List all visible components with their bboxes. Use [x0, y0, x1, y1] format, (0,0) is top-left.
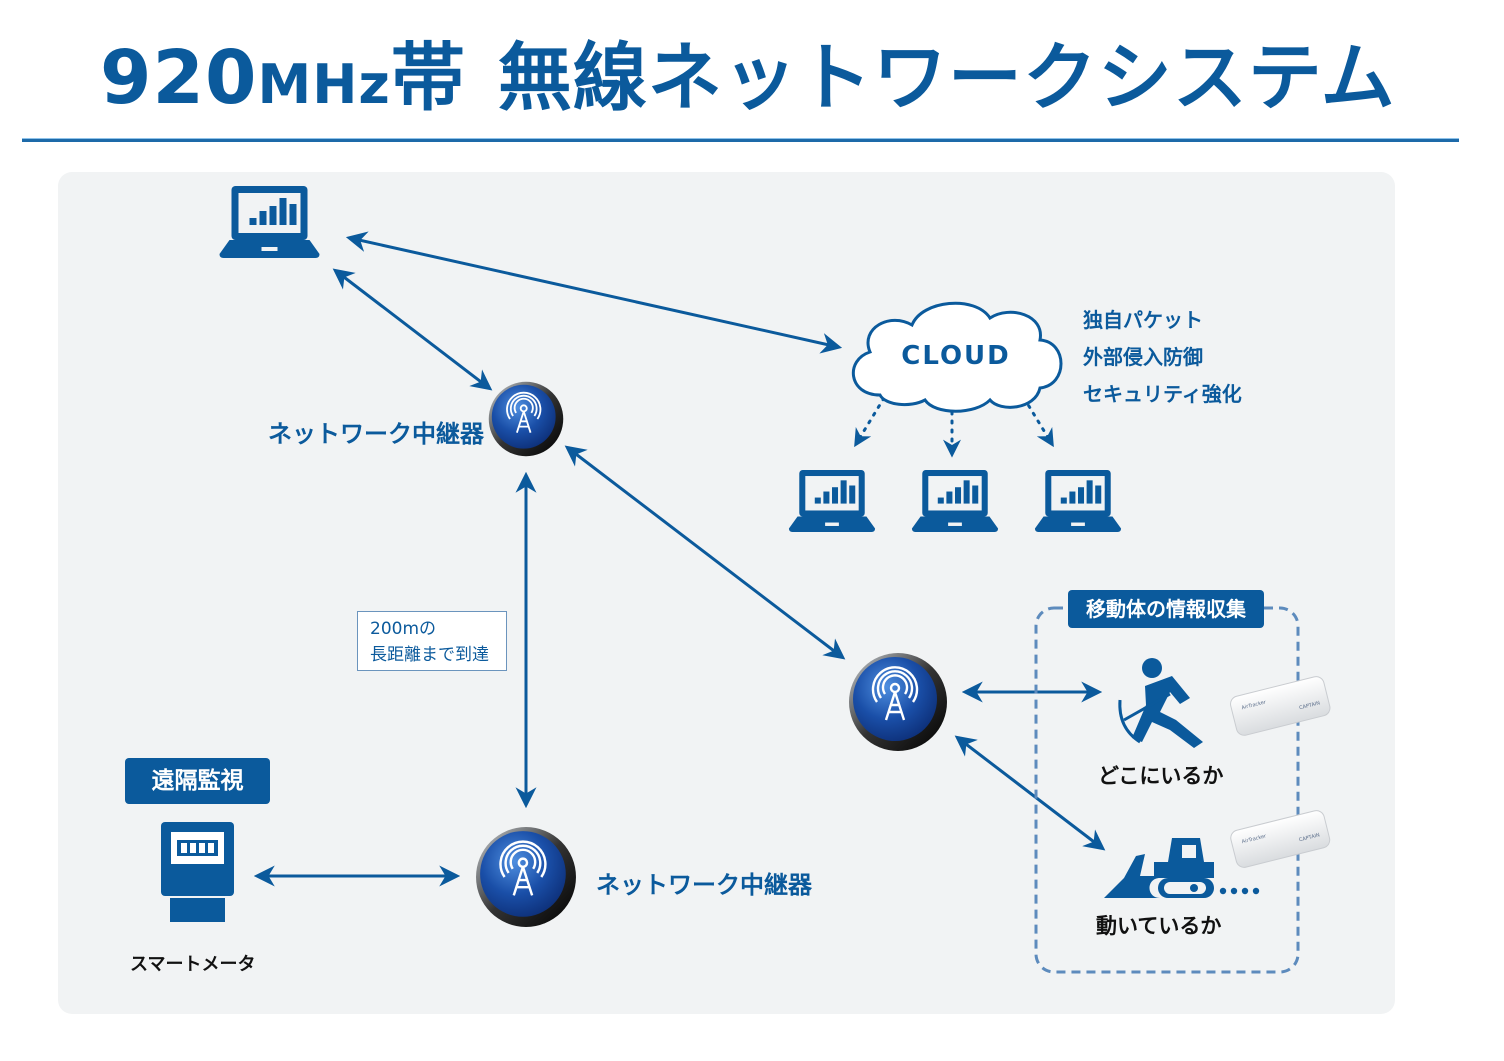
bulldozer-icon: [1104, 838, 1260, 898]
security-features: 独自パケット 外部侵入防御 セキュリティ強化: [1083, 302, 1242, 413]
title-band: 帯: [390, 35, 466, 121]
laptop-chart-icon: [788, 470, 876, 532]
antenna-tower-icon: [848, 652, 948, 752]
cloud-link-1: [854, 396, 886, 448]
cloud-icon: [852, 301, 1063, 413]
link-laptop-relay-upper: [332, 268, 493, 391]
relay-upper-label: ネットワーク中継器: [268, 420, 484, 448]
range-note-line1: 200mの: [370, 619, 437, 639]
smart-meter-icon: [161, 822, 234, 922]
title-unit: MHz: [257, 53, 391, 116]
link-relay-upper-relay-mobile: [564, 445, 846, 660]
cloud-link-3: [1022, 396, 1054, 448]
security-feature: 独自パケット: [1083, 308, 1203, 332]
laptop-chart-icon: [219, 186, 320, 258]
sensor-tag-device: AirTracker CAPTAIN: [1230, 810, 1331, 868]
link-relay-mobile-bulldozer: [954, 735, 1106, 851]
worker-pickaxe-icon: [1118, 658, 1203, 748]
title-number: 920: [100, 35, 258, 121]
range-note: 200mの 長距離まで到達: [357, 611, 507, 671]
smart-meter-label: スマートメータ: [130, 954, 256, 975]
title-divider: [22, 138, 1459, 142]
laptop-chart-icon: [1034, 470, 1122, 532]
relay-lower-label: ネットワーク中継器: [596, 871, 812, 899]
sensor-tag-device: AirTracker CAPTAIN: [1230, 676, 1331, 736]
svg-text:CAPTAIN: CAPTAIN: [1298, 832, 1320, 843]
security-feature: セキュリティ強化: [1083, 382, 1242, 406]
security-feature: 外部侵入防御: [1083, 345, 1203, 369]
page-title: 920MHz帯無線ネットワークシステム: [100, 28, 1396, 128]
antenna-tower-icon: [475, 826, 577, 928]
mobile-collection-tag: 移動体の情報収集: [1068, 590, 1264, 628]
remote-monitoring-tag: 遠隔監視: [125, 758, 270, 804]
title-main: 無線ネットワークシステム: [497, 35, 1396, 121]
laptop-chart-icon: [911, 470, 999, 532]
range-note-line2: 長距離まで到達: [370, 645, 489, 665]
cloud-label: CLOUD: [901, 341, 1011, 371]
worker-location-label: どこにいるか: [1098, 764, 1224, 788]
machine-motion-label: 動いているか: [1096, 914, 1222, 938]
link-laptop-cloud: [345, 231, 843, 354]
svg-text:CAPTAIN: CAPTAIN: [1299, 700, 1321, 711]
antenna-tower-icon: [488, 381, 564, 457]
